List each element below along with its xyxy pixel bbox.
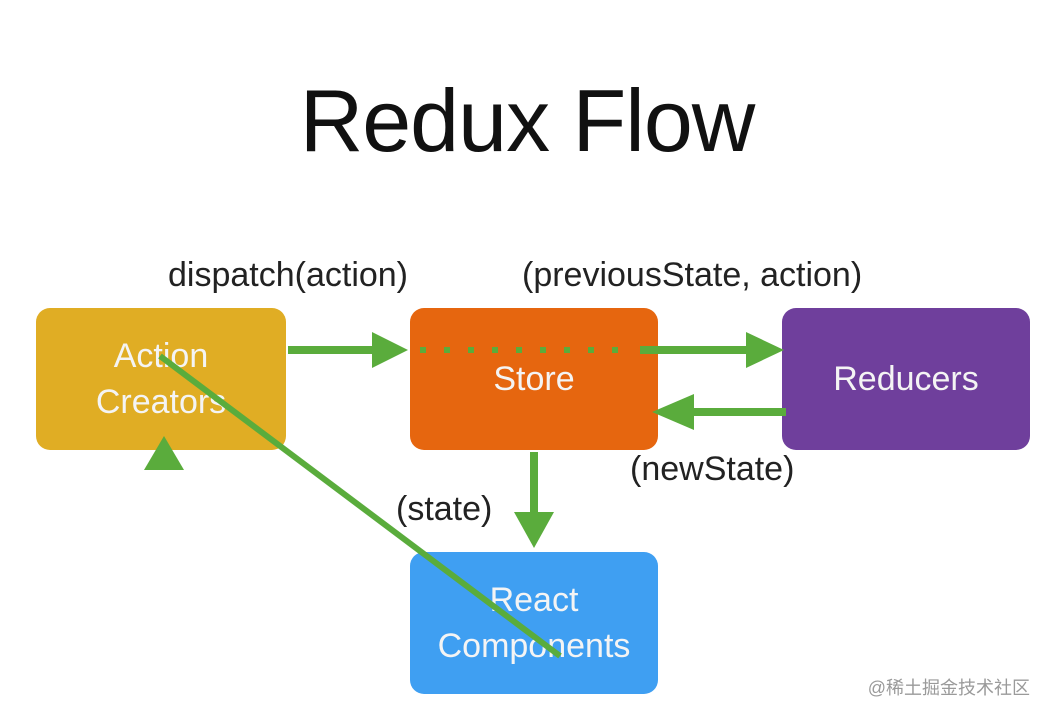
watermark: @稀土掘金技术社区: [867, 678, 1030, 698]
label-state: (state): [396, 490, 493, 528]
node-reducers-label: Reducers: [833, 360, 979, 398]
arrowhead-new-state: [652, 394, 694, 430]
label-dispatch-action: dispatch(action): [168, 256, 409, 294]
diagram-title: Redux Flow: [299, 71, 756, 170]
node-react-components: React Components: [410, 552, 658, 694]
arrowhead-action-creators: [144, 436, 184, 470]
node-store-label: Store: [493, 360, 575, 398]
node-reducers: Reducers: [782, 308, 1030, 450]
arrowhead-state: [514, 512, 554, 548]
arrowhead-previous-state: [746, 332, 784, 368]
label-new-state: (newState): [630, 450, 795, 488]
node-store: Store: [410, 308, 658, 450]
arrow-react-to-action: [158, 353, 562, 659]
arrowhead-dispatch: [372, 332, 408, 368]
label-previous-state-action: (previousState, action): [522, 256, 863, 294]
